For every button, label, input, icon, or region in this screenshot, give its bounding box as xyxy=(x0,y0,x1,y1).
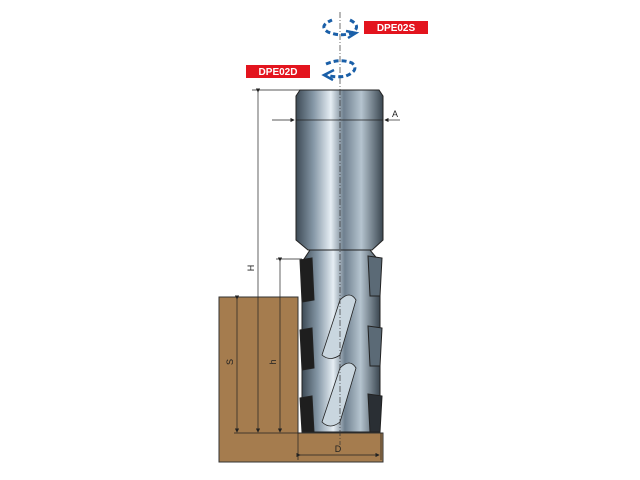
label-D: D xyxy=(335,444,342,454)
carbide-blades xyxy=(299,255,383,433)
label-A: A xyxy=(392,109,398,119)
tag-dpe02d: DPE02D xyxy=(246,65,310,78)
tag-dpe02d-text: DPE02D xyxy=(259,67,298,78)
label-S: S xyxy=(225,359,235,365)
tag-dpe02s: DPE02S xyxy=(364,21,428,34)
spiral-flutes xyxy=(321,294,357,427)
shank xyxy=(295,89,384,251)
rotation-arrow-right-icon xyxy=(322,18,360,40)
label-H: H xyxy=(246,265,256,272)
label-h: h xyxy=(268,359,278,364)
rotation-arrow-left-icon xyxy=(321,59,357,82)
tag-dpe02s-text: DPE02S xyxy=(377,23,416,34)
dimension-lines xyxy=(234,88,400,460)
